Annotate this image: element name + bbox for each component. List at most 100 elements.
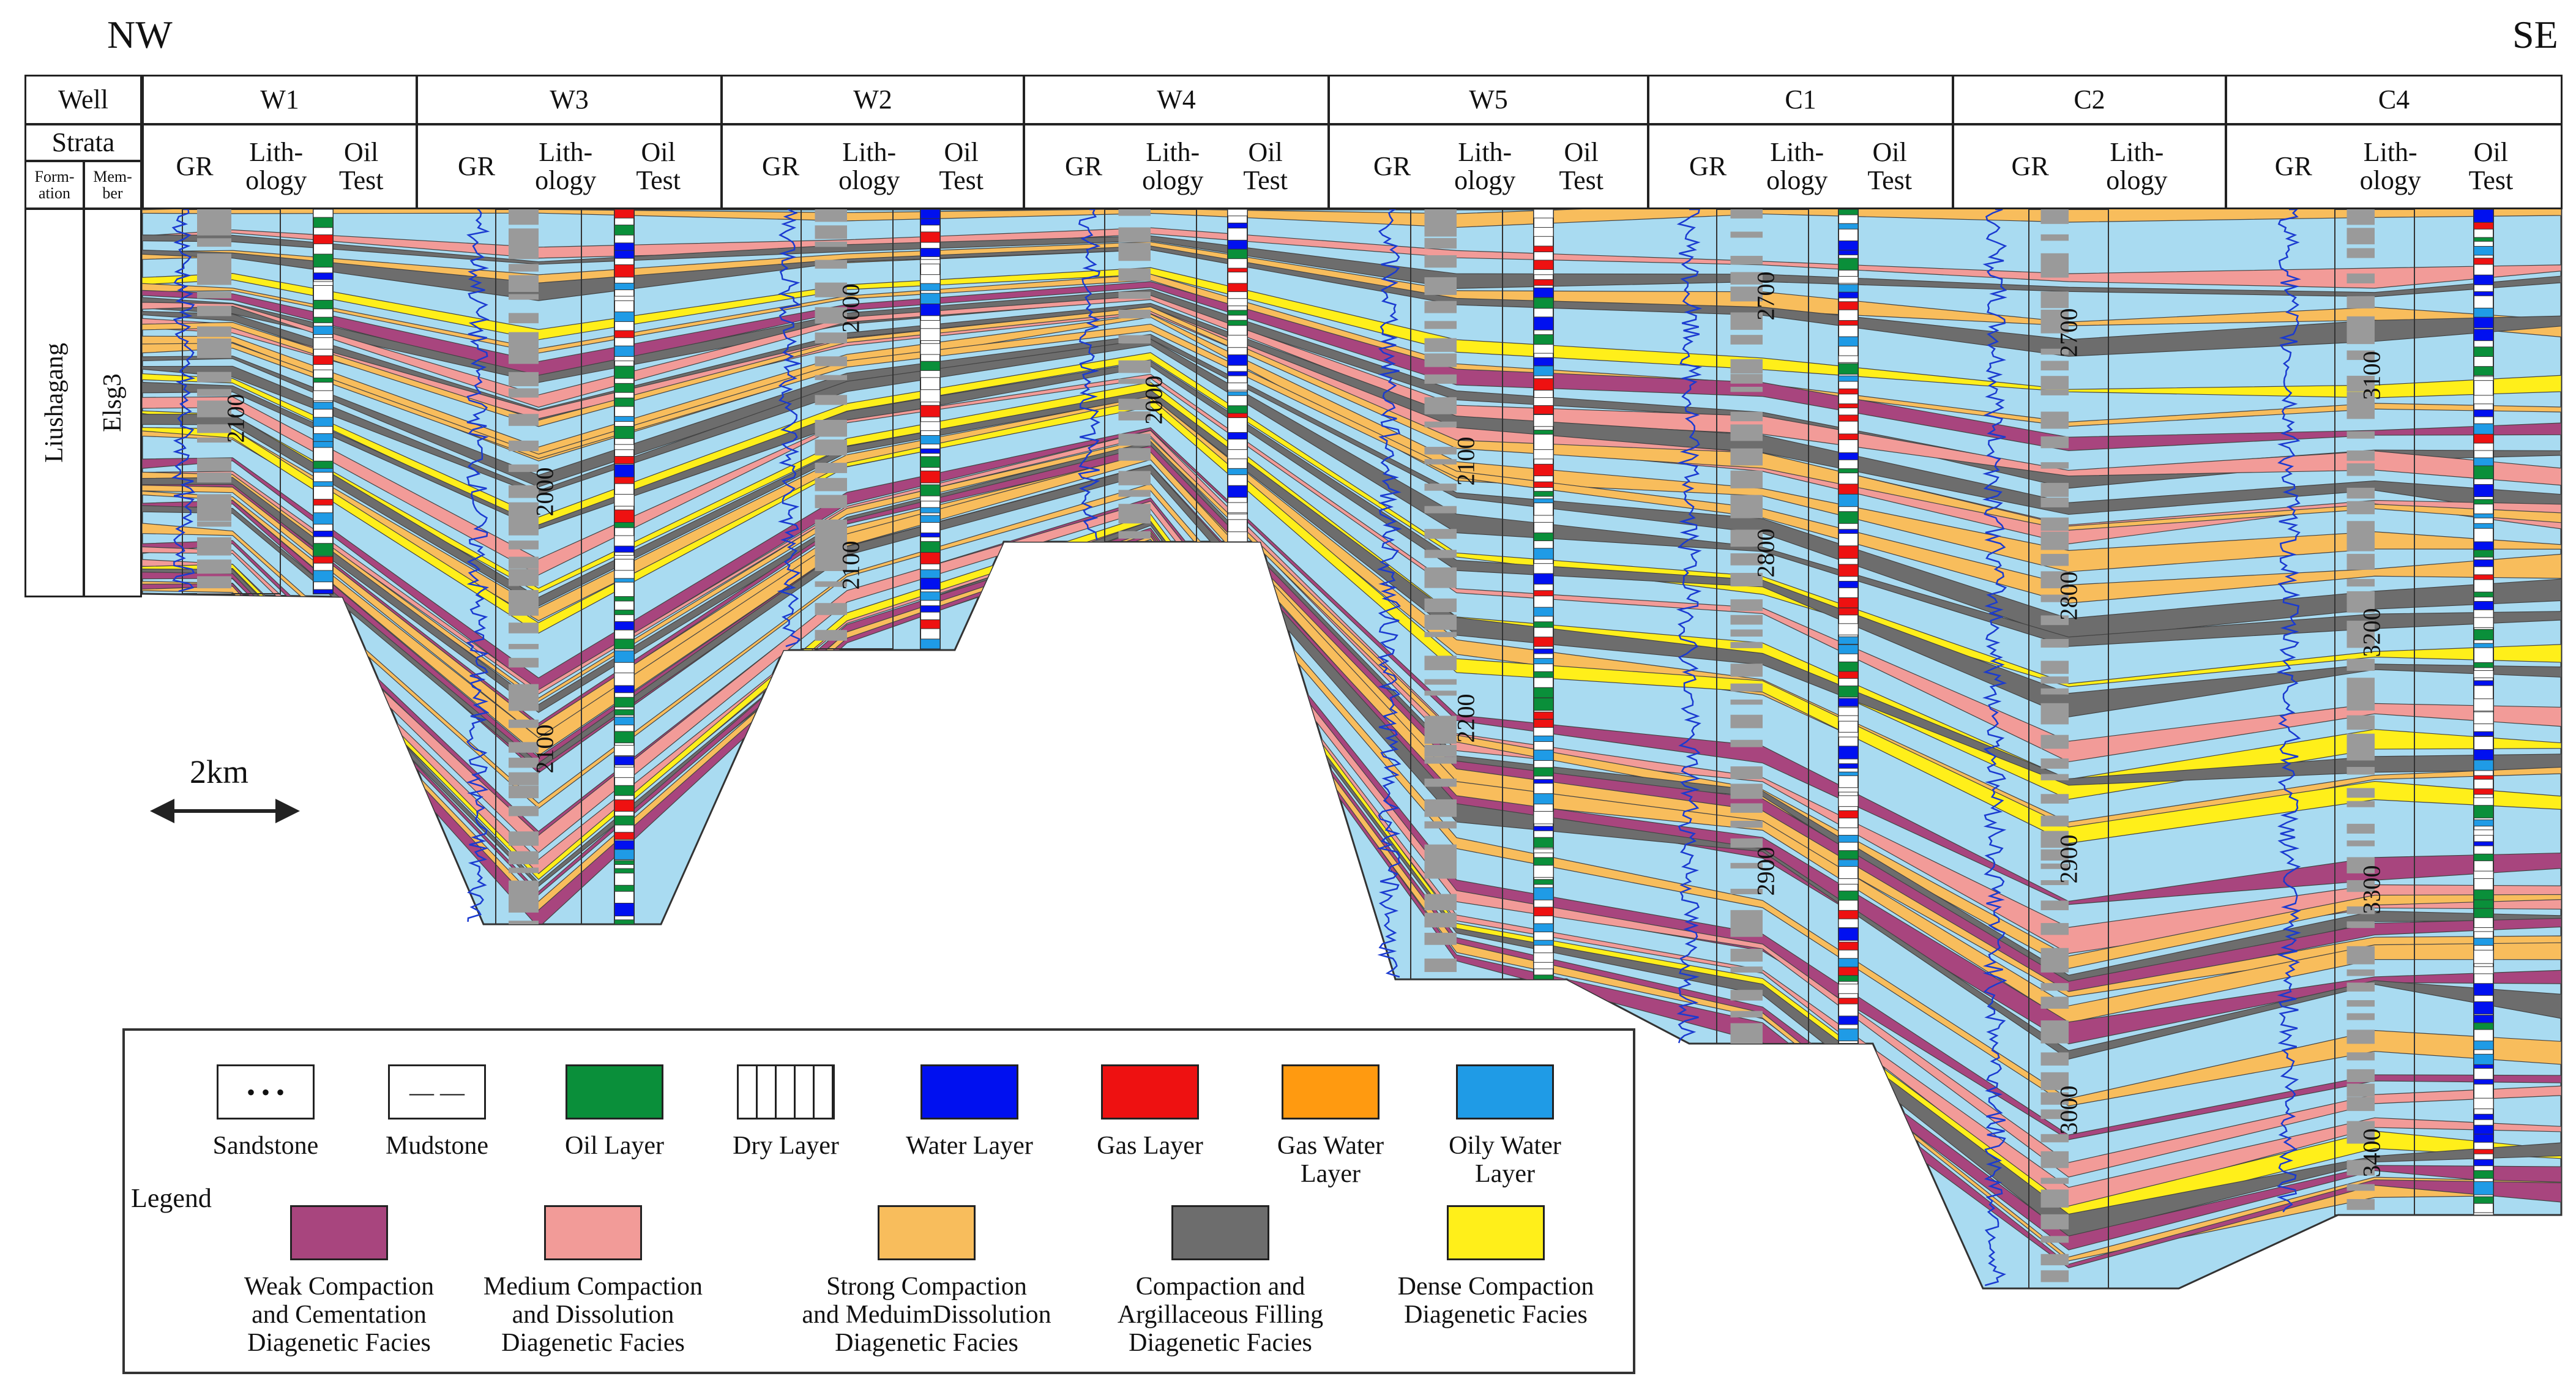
lithology-interval [197, 473, 231, 483]
facies-band [142, 306, 2561, 531]
legend-label: Oil Layer [564, 1132, 665, 1160]
lithology-interval [2346, 228, 2375, 245]
lithology-interval [2346, 1052, 2375, 1061]
lithology-interval [197, 458, 231, 471]
oil-test-interval [920, 533, 941, 537]
well-column-label: GR [761, 151, 800, 181]
facies-band [142, 533, 2561, 1269]
facies-band [142, 334, 2561, 640]
oil-test-interval [2473, 1196, 2494, 1204]
oil-test-interval [1227, 413, 1248, 418]
lithology-interval [2346, 273, 2375, 283]
oil-test-interval [313, 441, 334, 448]
well-name: W5 [1469, 84, 1508, 114]
oil-test-interval [614, 832, 635, 840]
lithology-interval [815, 260, 847, 269]
lithology-interval [2040, 615, 2069, 626]
legend-swatch [566, 1064, 663, 1120]
oil-test-interval [2473, 870, 2494, 879]
lithology-interval [2040, 758, 2069, 769]
oil-test-interval [1227, 514, 1248, 520]
oil-test-interval [920, 456, 941, 468]
oil-test-interval [1533, 245, 1554, 253]
oil-test-interval [313, 355, 334, 365]
lithology-interval [2040, 1134, 2069, 1143]
oil-test-interval [614, 756, 635, 766]
oil-test-interval [1533, 779, 1554, 784]
member-header-cell: Mem- ber [83, 160, 142, 209]
lithology-interval [509, 696, 539, 711]
oil-test-interval [2473, 237, 2494, 242]
well-column-label: Lith- ology [245, 136, 307, 195]
lithology-interval [1730, 910, 1763, 924]
oil-test-interval [2473, 1159, 2494, 1167]
oil-test-interval [1533, 879, 1554, 885]
oil-test-interval [1838, 891, 1859, 901]
lithology-interval [2346, 1013, 2375, 1020]
lithology-interval [1424, 615, 1457, 630]
lithology-interval [2346, 1097, 2375, 1112]
oil-test-interval [1227, 267, 1248, 272]
well-name-cell: W1 [142, 75, 417, 125]
lithology-interval [2040, 497, 2069, 507]
oil-test-interval [2473, 609, 2494, 619]
lithology-interval [2346, 521, 2375, 535]
oil-test-interval [2473, 938, 2494, 946]
lithology-interval [1424, 871, 1457, 879]
lithology-interval [815, 495, 847, 509]
oil-test-interval [1838, 715, 1859, 722]
lithology-interval [1730, 495, 1763, 511]
oil-test-interval [614, 799, 635, 812]
lithology-interval [1424, 529, 1457, 539]
oil-test-interval [1533, 687, 1554, 698]
lithology-interval [1730, 1035, 1763, 1044]
lithology-interval [509, 880, 539, 898]
lithology-interval [509, 622, 539, 634]
lithology-interval [509, 644, 539, 649]
oil-test-interval [313, 570, 334, 583]
lithology-interval [1730, 312, 1763, 330]
oil-test-interval [1227, 354, 1248, 366]
lithology-interval [509, 569, 539, 586]
lithology-interval [509, 388, 539, 398]
oil-test-interval [614, 596, 635, 602]
lithology-interval [197, 305, 231, 316]
oil-test-interval [920, 448, 941, 454]
gr-curve [466, 208, 490, 922]
lithology-interval [815, 419, 847, 437]
legend-label: Gas Layer [1097, 1132, 1203, 1160]
lithology-interval [2346, 450, 2375, 461]
lithology-interval [1118, 360, 1151, 373]
oil-test-interval [2473, 395, 2494, 405]
gr-curve [171, 208, 196, 592]
oil-test-interval [1533, 637, 1554, 647]
lithology-interval [1118, 517, 1151, 524]
oil-test-interval [2473, 245, 2494, 256]
oil-test-interval [1533, 711, 1554, 720]
lithology-interval [1730, 286, 1763, 302]
well-header-cell: Well [24, 75, 142, 125]
lithology-interval [197, 326, 231, 337]
oil-test-interval [1533, 227, 1554, 237]
legend-label: Dry Layer [733, 1132, 839, 1160]
oil-test-interval [614, 650, 635, 665]
oil-test-interval [2473, 1001, 2494, 1015]
oil-test-interval [2473, 711, 2494, 726]
lithology-interval [815, 241, 847, 247]
oil-test-interval [1838, 597, 1859, 608]
oil-test-interval [1533, 498, 1554, 504]
lithology-interval [1730, 949, 1763, 962]
oil-test-interval [920, 343, 941, 355]
lithology-interval [1730, 335, 1763, 345]
lithology-interval [815, 463, 847, 473]
well-column-label: GR [1689, 151, 1727, 181]
oil-test-interval [614, 685, 635, 693]
lithology-interval [2040, 309, 2069, 324]
oil-test-interval [2473, 1022, 2494, 1030]
lithology-interval [2346, 296, 2375, 308]
lithology-interval [2346, 463, 2375, 476]
depth-label: 2000 [837, 283, 865, 333]
oil-test-interval [614, 509, 635, 524]
oil-test-interval [1533, 621, 1554, 628]
